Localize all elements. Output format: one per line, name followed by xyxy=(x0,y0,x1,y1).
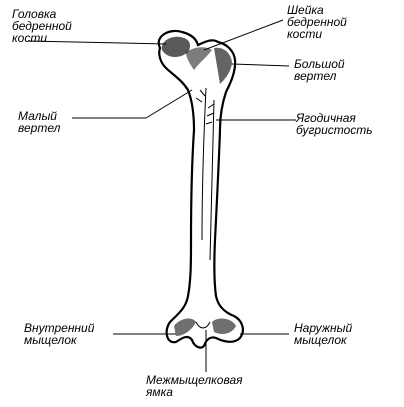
leader-lines xyxy=(27,19,296,372)
label-intercondylar-fossa: Межмыщелковая ямка xyxy=(146,373,243,399)
shaft-linea xyxy=(201,87,207,241)
femoral-head-shading xyxy=(161,36,191,57)
intercondylar-notch xyxy=(195,321,211,329)
label-femoral-neck: Шейка бедренной кости xyxy=(287,3,347,41)
shaft-edge-shading xyxy=(209,99,215,261)
leader-femoral-neck xyxy=(203,19,284,51)
label-lesser-trochanter: Малый вертел xyxy=(18,109,61,135)
leader-femoral-head xyxy=(27,40,167,45)
condyles-shading xyxy=(174,318,236,336)
femoral-neck-shading xyxy=(186,47,212,70)
femur-bone-drawing xyxy=(157,29,244,349)
leader-lesser-trochanter-2 xyxy=(145,89,193,119)
label-femoral-head: Головка бедренной кости xyxy=(12,7,72,45)
label-greater-trochanter: Большой вертел xyxy=(294,57,345,83)
leader-greater-trochanter xyxy=(231,63,290,67)
label-gluteal-tuberosity: Ягодичная бугристость xyxy=(296,111,373,137)
greater-trochanter-shading xyxy=(214,47,232,84)
label-lateral-condyle: Наружный мыщелок xyxy=(294,321,353,347)
femur-outline xyxy=(157,29,244,349)
gluteal-marks xyxy=(195,89,215,125)
label-medial-condyle: Внутренний мыщелок xyxy=(24,321,95,347)
